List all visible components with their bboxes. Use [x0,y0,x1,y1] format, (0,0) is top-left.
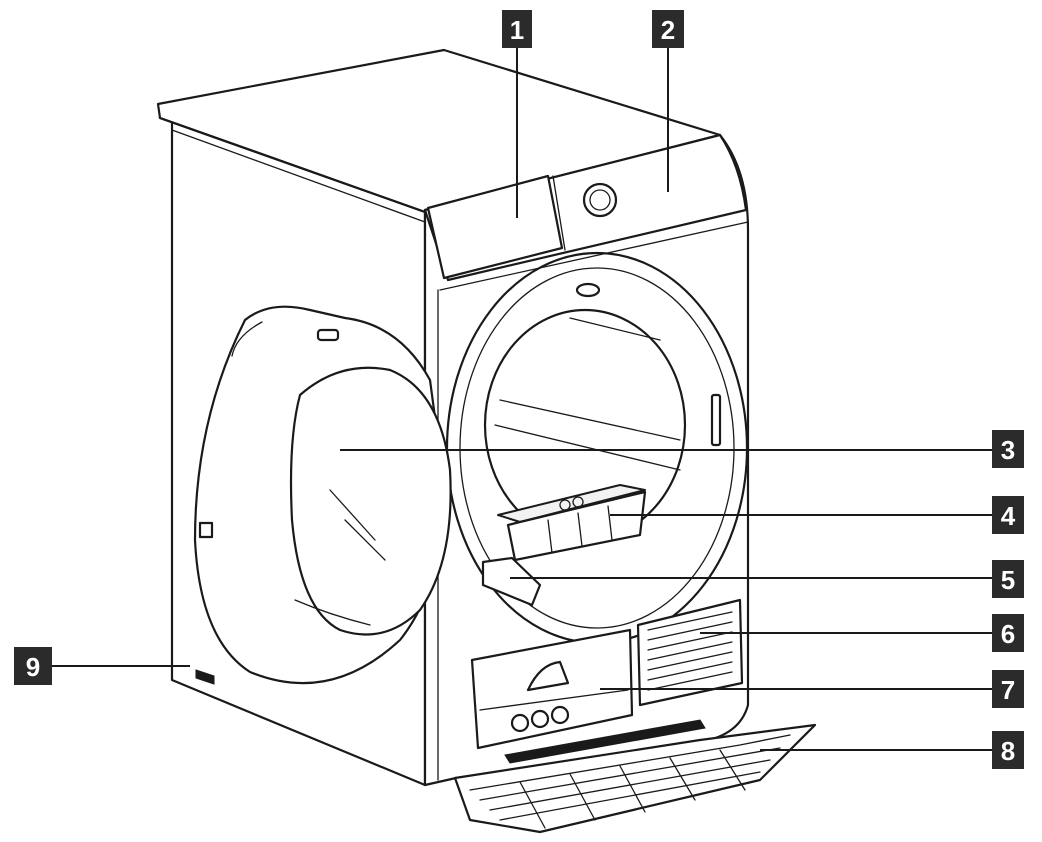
callout-5: 5 [992,560,1024,598]
callout-6: 6 [992,614,1024,652]
callout-9: 9 [14,647,52,685]
svg-text:6: 6 [1001,619,1015,649]
open-door [193,305,452,685]
callout-3: 3 [992,430,1024,468]
heat-exchanger-cover [470,628,634,750]
callout-8: 8 [992,731,1024,769]
rating-plate [481,556,542,607]
svg-text:5: 5 [1001,565,1015,595]
svg-text:1: 1 [510,15,524,45]
filter [497,484,647,562]
svg-text:8: 8 [1001,736,1015,766]
svg-text:9: 9 [26,652,40,682]
plinth [195,598,744,750]
water-container-drawer [426,174,564,280]
plinth-flap [453,719,817,834]
svg-text:4: 4 [1001,501,1016,531]
svg-text:2: 2 [661,15,675,45]
air-vents [636,598,744,707]
callout-2: 2 [652,10,684,48]
heat-exchanger-knobs [510,705,570,733]
svg-text:3: 3 [1001,435,1015,465]
program-knob-icon [582,182,618,218]
flap-mesh [479,747,781,829]
adjustable-foot [195,669,215,685]
svg-text:7: 7 [1001,675,1015,705]
callout-4: 4 [992,496,1024,534]
callout-1: 1 [502,10,532,48]
callout-7: 7 [992,670,1024,708]
leader-lines [52,48,992,751]
